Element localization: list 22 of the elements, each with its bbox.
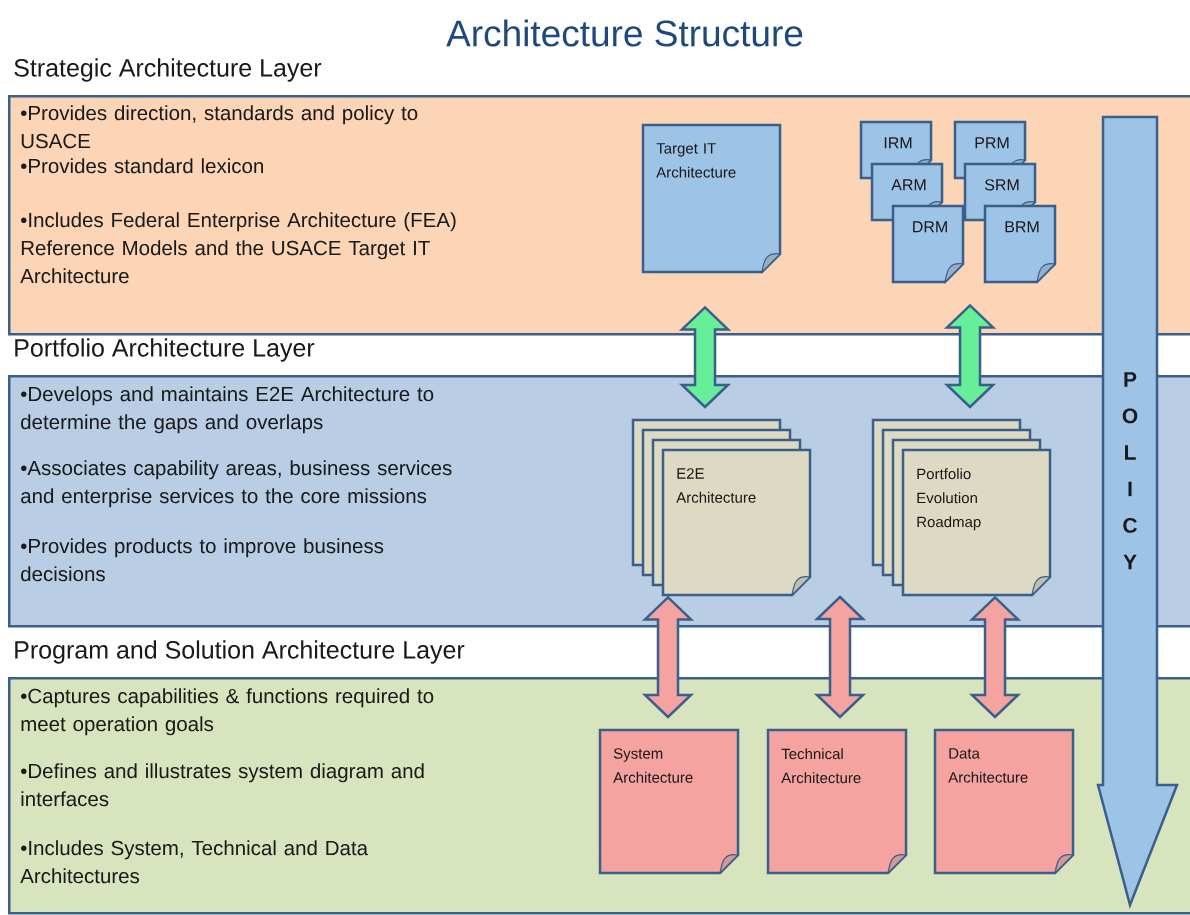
bullet-text: •Provides standard lexicon [21,158,263,174]
bullet-text: •Provides products to improve business decisions [21,538,384,582]
document-stack: E2E Architecture [631,418,812,597]
document-card: System Architecture [598,728,740,875]
layer-heading: Strategic Architecture Layer [14,58,322,82]
document-stack: Portfolio Evolution Roadmap [871,418,1052,597]
layer-heading: Portfolio Architecture Layer [15,338,315,362]
bullet-text: •Associates capability areas, business services and enterprise services to the core missions [21,460,452,508]
document-card: DRM [891,204,965,284]
title: Architecture Structure [446,19,803,47]
bullet-text: •Includes System, Technical and Data Architectures [20,840,369,884]
bullet-text: •Develops and maintains E2E Architecture to determine the gaps and overlaps [21,386,434,434]
bullet-text: •Defines and illustrates system diagram and interfaces [21,763,424,807]
document-card: BRM [983,204,1057,284]
document-card: Target IT Architecture [641,123,782,274]
bullet-text: •Captures capabilities & functions required to meet operation goals [21,688,434,736]
bullet-text: •Includes Federal Enterprise Architecture (FEA) Reference Models and the USACE Target IT Architecture [20,212,456,284]
bullet-text: •Provides direction, standards and policy to USACE [21,105,418,149]
double-arrow [813,595,867,719]
document-card: Technical Architecture [766,728,908,875]
layer-heading: Program and Solution Architecture Layer [15,640,465,664]
document-card: Data Architecture [933,728,1075,875]
